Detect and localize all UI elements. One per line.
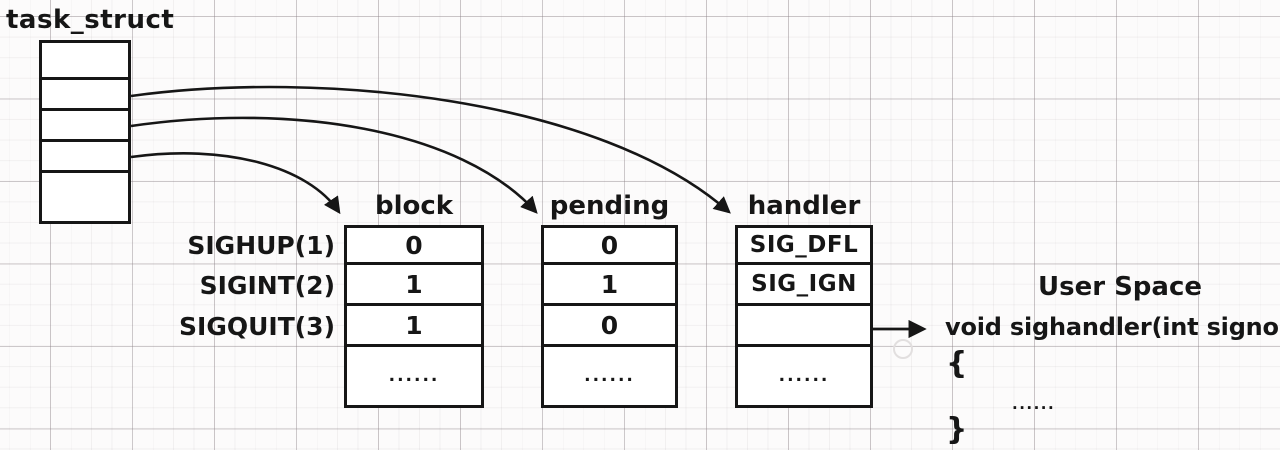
pending-cell-ellipsis: ...... [584, 366, 635, 386]
task-struct-row [42, 173, 128, 221]
user-space-title: User Space [1037, 272, 1203, 302]
block-cell-sighup: 0 [347, 228, 481, 265]
faint-watermark-circle [893, 339, 913, 359]
pending-table: 0 1 0 ...... [541, 225, 678, 408]
task-struct-row [42, 80, 128, 111]
pending-cell-sighup: 0 [544, 228, 675, 265]
handler-column-header: handler [747, 191, 861, 221]
task-struct-row [42, 111, 128, 142]
task-struct-row [42, 142, 128, 173]
pending-cell-sigquit: 0 [544, 306, 675, 347]
task-struct-row [42, 43, 128, 80]
signal-label-sighup: SIGHUP(1) [187, 230, 335, 260]
block-cell-sigquit: 1 [347, 306, 481, 347]
sighandler-signature: void sighandler(int signo) [945, 313, 1280, 341]
curved-arrow-to-block-icon [130, 152, 341, 215]
task-struct-title: task_struct [6, 5, 175, 35]
handler-table: SIG_DFL SIG_IGN ...... [735, 225, 873, 408]
handler-cell-custom [738, 306, 870, 347]
handler-cell-sig-ign: SIG_IGN [738, 265, 870, 306]
handler-cell-ellipsis: ...... [778, 366, 830, 386]
block-column-header: block [374, 191, 454, 221]
block-cell-sigint: 1 [347, 265, 481, 306]
signal-label-sigquit: SIGQUIT(3) [179, 312, 335, 341]
handler-body-ellipsis: ...... [1012, 395, 1056, 413]
signal-label-sigint: SIGINT(2) [199, 271, 335, 300]
pending-cell-sigint: 1 [544, 265, 675, 306]
close-brace: } [946, 412, 968, 447]
open-brace: { [946, 346, 968, 381]
pending-column-header: pending [549, 191, 670, 221]
handler-cell-sig-dfl: SIG_DFL [738, 228, 870, 265]
signal-label-column: SIGHUP(1) SIGINT(2) SIGQUIT(3) [120, 225, 335, 347]
block-table: 0 1 1 ...... [344, 225, 484, 408]
task-struct-box [39, 40, 131, 224]
block-cell-ellipsis: ...... [388, 366, 440, 386]
